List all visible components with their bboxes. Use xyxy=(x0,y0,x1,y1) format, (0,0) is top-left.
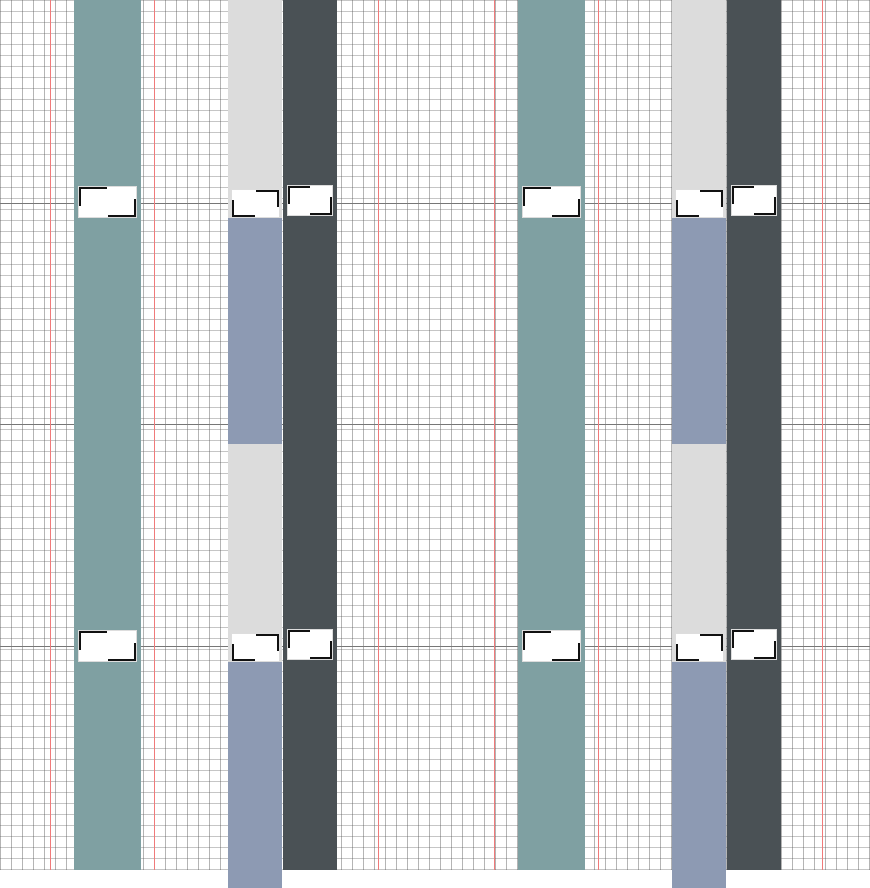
light-gray-block xyxy=(672,444,726,662)
red-rule-line xyxy=(822,0,823,870)
blue-gray-block xyxy=(672,218,726,444)
white-label xyxy=(288,630,332,659)
light-gray-block xyxy=(672,0,726,218)
grid-major-line xyxy=(0,646,870,647)
white-label xyxy=(732,186,776,215)
light-gray-block xyxy=(228,444,282,662)
red-rule-line xyxy=(598,0,599,870)
teal-stripe xyxy=(518,0,585,870)
red-rule-line xyxy=(378,0,379,870)
white-label xyxy=(523,631,580,661)
teal-stripe xyxy=(74,0,141,870)
white-label xyxy=(732,630,776,659)
white-label xyxy=(676,190,723,217)
white-label xyxy=(676,634,723,661)
white-label xyxy=(79,187,136,217)
white-label xyxy=(232,634,279,661)
white-label xyxy=(288,186,332,215)
grid-major-line xyxy=(0,203,870,204)
grid-major-line xyxy=(0,424,870,425)
blue-gray-block xyxy=(228,662,282,888)
light-gray-block xyxy=(228,0,282,218)
charcoal-stripe xyxy=(727,0,781,870)
white-label xyxy=(523,187,580,217)
red-rule-line xyxy=(494,0,495,870)
blue-gray-block xyxy=(228,218,282,444)
red-rule-line xyxy=(50,0,51,870)
white-label xyxy=(79,631,136,661)
blue-gray-block xyxy=(672,662,726,888)
red-rule-line xyxy=(154,0,155,870)
white-label xyxy=(232,190,279,217)
charcoal-stripe xyxy=(283,0,337,870)
